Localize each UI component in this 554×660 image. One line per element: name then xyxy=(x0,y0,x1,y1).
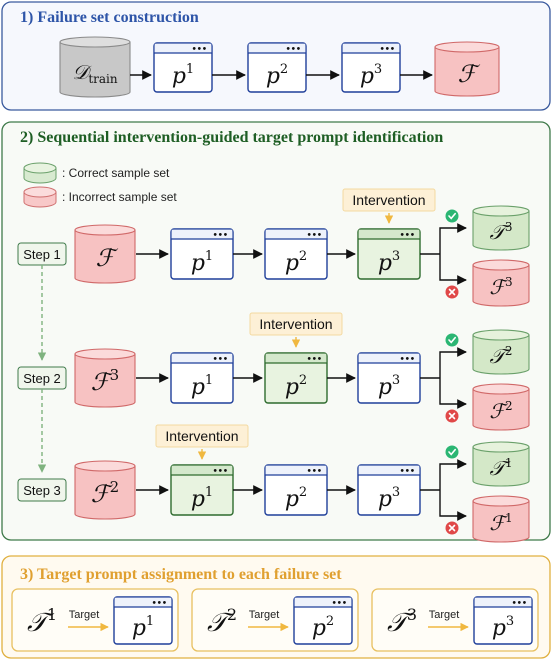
correct-set-cylinder xyxy=(472,441,530,487)
train-dataset-cylinder xyxy=(59,36,131,98)
input-failure-symbol: ℱ xyxy=(96,244,119,272)
menu-dots-icon: ••• xyxy=(400,467,415,476)
section-2-title: 2) Sequential intervention-guided target… xyxy=(20,129,443,146)
menu-dots-icon: ••• xyxy=(332,599,347,608)
menu-dots-icon: ••• xyxy=(512,599,527,608)
menu-dots-icon: ••• xyxy=(152,599,167,608)
section-3-title: 3) Target prompt assignment to each fail… xyxy=(20,566,342,583)
prompt-p1-box: •••p1 xyxy=(170,464,234,516)
correct-set-cylinder xyxy=(472,205,530,251)
failure-set-cylinder xyxy=(434,41,500,97)
incorrect-branch-arrow xyxy=(439,490,467,521)
target-label: Target xyxy=(249,609,280,621)
svg-text:ℱ: ℱ xyxy=(458,60,481,88)
correct-branch-arrow xyxy=(439,223,467,254)
menu-dots-icon: ••• xyxy=(400,355,415,364)
legend-correct-cylinder xyxy=(23,162,57,184)
check-icon xyxy=(445,445,459,459)
prompt-p1-box: •••p1 xyxy=(170,228,234,280)
menu-dots-icon: ••• xyxy=(307,231,322,240)
prompt-p2-box: •••p2 xyxy=(247,42,307,93)
menu-dots-icon: ••• xyxy=(286,45,301,54)
legend: : Correct sample set : Incorrect sample … xyxy=(23,162,177,208)
check-icon xyxy=(445,333,459,347)
legend-correct-label: : Correct sample set xyxy=(62,166,170,180)
incorrect-branch-arrow xyxy=(439,254,467,285)
prompt-p3-box: •••p3 xyxy=(357,464,421,516)
target-label: Target xyxy=(69,609,100,621)
prompt-p1-box: •••p1 xyxy=(153,42,213,93)
menu-dots-icon: ••• xyxy=(380,45,395,54)
step-label: Step 1 xyxy=(17,242,67,266)
incorrect-set-cylinder xyxy=(472,495,530,543)
correct-branch-arrow xyxy=(439,347,467,378)
input-failure-cylinder xyxy=(74,348,136,408)
prompt-p2-box: •••p2 xyxy=(264,464,328,516)
incorrect-set-cylinder xyxy=(472,259,530,307)
menu-dots-icon: ••• xyxy=(307,355,322,364)
menu-dots-icon: ••• xyxy=(400,231,415,240)
svg-text:Intervention: Intervention xyxy=(352,192,425,208)
intervention-callout: Intervention xyxy=(249,312,343,336)
correct-set-cylinder xyxy=(472,329,530,375)
cross-icon xyxy=(445,521,459,535)
incorrect-set-cylinder xyxy=(472,383,530,431)
svg-text:Step 3: Step 3 xyxy=(23,483,61,498)
failure-set-symbol: ℱ xyxy=(458,60,481,88)
prompt-p3-box: •••p3 xyxy=(341,42,401,93)
menu-dots-icon: ••• xyxy=(213,467,228,476)
incorrect-branch-arrow xyxy=(439,378,467,409)
check-icon xyxy=(445,209,459,223)
svg-text:Step 1: Step 1 xyxy=(23,247,61,262)
step-label: Step 2 xyxy=(17,366,67,390)
prompt-p2-box: •••p2 xyxy=(264,352,328,404)
svg-text:Step 2: Step 2 xyxy=(23,371,61,386)
svg-text:Intervention: Intervention xyxy=(165,428,238,444)
menu-dots-icon: ••• xyxy=(213,231,228,240)
correct-branch-arrow xyxy=(439,459,467,490)
intervention-callout: Intervention xyxy=(342,188,436,212)
step-label: Step 3 xyxy=(17,478,67,502)
menu-dots-icon: ••• xyxy=(307,467,322,476)
menu-dots-icon: ••• xyxy=(192,45,207,54)
target-label: Target xyxy=(429,609,460,621)
menu-dots-icon: ••• xyxy=(213,355,228,364)
cross-icon xyxy=(445,409,459,423)
prompt-p1-box: •••p1 xyxy=(170,352,234,404)
assigned-prompt-box: •••p1 xyxy=(113,596,173,645)
input-failure-cylinder xyxy=(74,460,136,520)
intervention-callout: Intervention xyxy=(155,424,249,448)
svg-text:ℱ: ℱ xyxy=(96,244,119,272)
svg-text:Intervention: Intervention xyxy=(259,316,332,332)
section-1-title: 1) Failure set construction xyxy=(20,9,199,26)
assigned-prompt-box: •••p3 xyxy=(473,596,533,645)
prompt-p3-box: •••p3 xyxy=(357,352,421,404)
cross-icon xyxy=(445,285,459,299)
input-failure-cylinder xyxy=(74,224,136,284)
assigned-prompt-box: •••p2 xyxy=(293,596,353,645)
prompt-p3-box: •••p3 xyxy=(357,228,421,280)
legend-incorrect-cylinder xyxy=(23,186,57,208)
prompt-p2-box: •••p2 xyxy=(264,228,328,280)
legend-incorrect-label: : Incorrect sample set xyxy=(62,190,177,204)
